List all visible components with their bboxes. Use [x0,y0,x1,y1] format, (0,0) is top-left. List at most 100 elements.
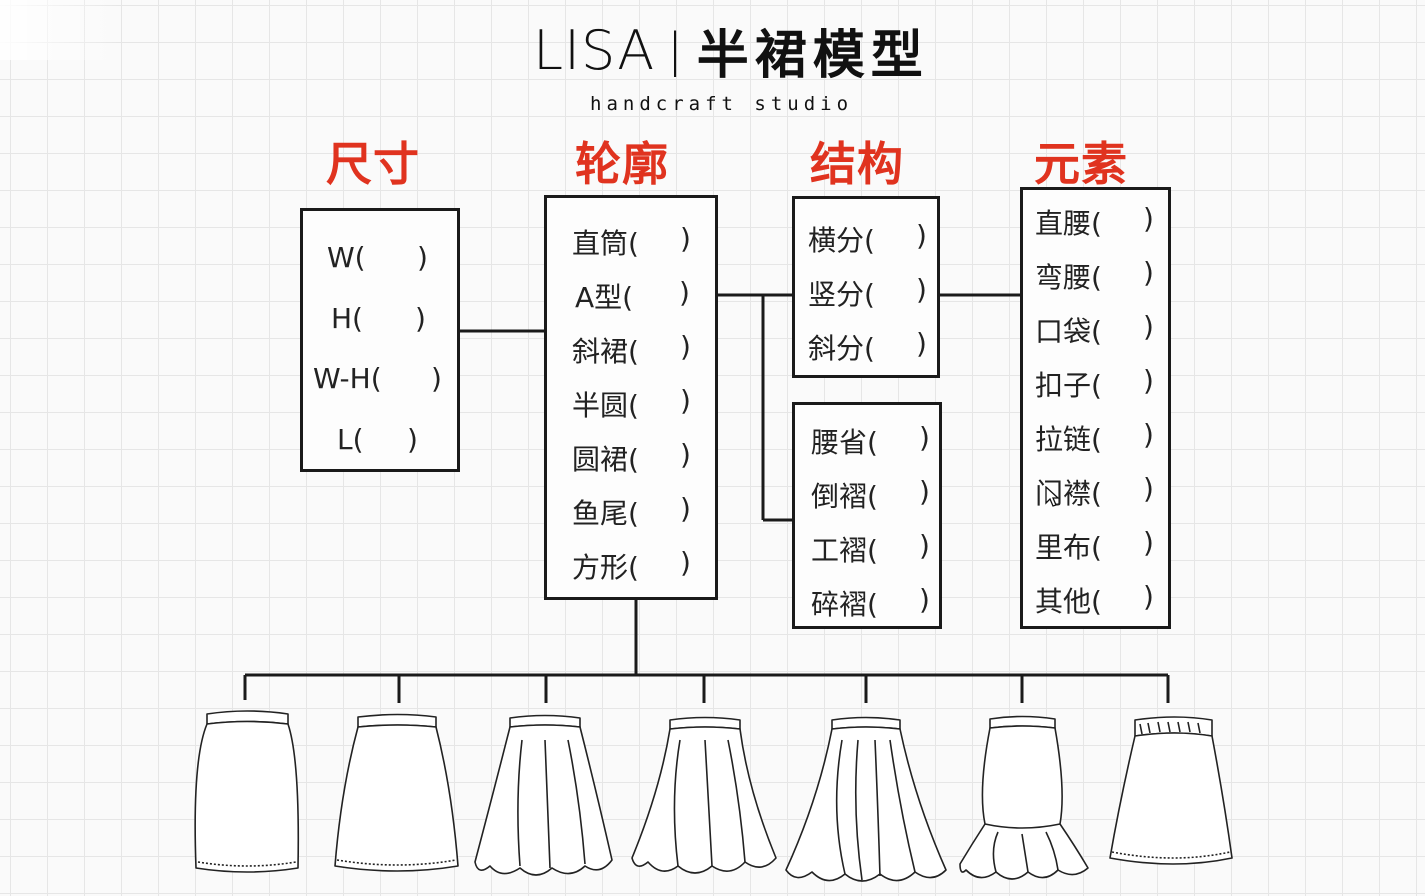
close-paren: ) [916,219,927,252]
close-paren: ) [1143,310,1154,343]
element-label: 直腰( [1035,207,1102,240]
size-item-w: W() [327,241,428,274]
structure-split-label: 斜分( [808,332,875,365]
circle-skirt-illustration [785,716,947,882]
size-box: W() H() W-H() L() [300,208,460,472]
silhouette-item: 半圆() [572,384,691,424]
structure-split-label: 竖分( [808,278,875,311]
half-circle-skirt-illustration [631,716,777,874]
silhouette-item-label: 半圆( [572,389,639,422]
title-separator: | [667,23,683,77]
silhouette-item: 直筒() [572,222,691,262]
structure-split-item: 竖分() [808,273,927,313]
close-paren: ) [1143,526,1154,559]
structure-pleat-box: 腰省() 倒褶() 工褶() 碎褶() [792,402,942,629]
silhouette-item-label: 方形( [572,551,639,584]
element-label: 其他( [1035,585,1102,618]
close-paren: ) [916,273,927,306]
size-item-h: H() [331,302,426,335]
mermaid-skirt-illustration [959,715,1089,880]
heading-size: 尺寸 [326,137,420,191]
brand-name: LISA [533,18,656,82]
element-label: 拉链( [1035,423,1102,456]
silhouette-item-label: 直筒( [572,227,639,260]
close-paren: ) [680,492,691,525]
structure-pleat-label: 工褶( [811,534,878,567]
page-title: LISA | 半裙模型 [533,14,929,86]
heading-structure: 结构 [810,137,904,191]
close-paren: ) [680,330,691,363]
close-paren: ) [1143,364,1154,397]
element-item: 口袋() [1035,310,1154,350]
close-paren: ) [680,438,691,471]
structure-pleat-item: 腰省() [811,421,930,461]
close-paren: ) [415,302,426,335]
size-item-label: W( [327,241,366,274]
close-paren: ) [1143,256,1154,289]
close-paren: ) [407,423,418,456]
silhouette-item-label: 圆裙( [572,443,639,476]
close-paren: ) [431,362,442,395]
page-subtitle: handcraft studio [590,93,854,115]
flared-skirt-illustration [474,714,613,876]
size-item-w-h: W-H() [313,362,442,395]
silhouette-item: 圆裙() [572,438,691,478]
silhouette-item: A型() [575,276,690,316]
close-paren: ) [680,222,691,255]
close-paren: ) [919,529,930,562]
close-paren: ) [919,583,930,616]
close-paren: ) [679,276,690,309]
size-item-label: H( [331,302,363,335]
structure-pleat-item: 碎褶() [811,583,930,623]
close-paren: ) [680,546,691,579]
structure-pleat-label: 腰省( [811,426,878,459]
close-paren: ) [1143,472,1154,505]
element-item: 其他() [1035,580,1154,620]
elastic-waist-skirt-illustration [1109,716,1233,865]
close-paren: ) [1143,418,1154,451]
title-name: 半裙模型 [696,25,929,86]
element-label: 口袋( [1035,315,1102,348]
close-paren: ) [680,384,691,417]
structure-pleat-label: 碎褶( [811,588,878,621]
heading-elements: 元素 [1034,137,1128,191]
close-paren: ) [919,475,930,508]
element-item: 直腰() [1035,202,1154,242]
silhouette-item: 斜裙() [572,330,691,370]
silhouette-item-label: A型( [575,281,634,314]
element-item: 扣子() [1035,364,1154,404]
close-paren: ) [919,421,930,454]
structure-split-item: 斜分() [808,327,927,367]
silhouette-item-label: 鱼尾( [572,497,639,530]
structure-split-label: 横分( [808,224,875,257]
silhouette-item-label: 斜裙( [572,335,639,368]
corner-watermark [0,0,120,60]
structure-pleat-item: 工褶() [811,529,930,569]
silhouette-item: 鱼尾() [572,492,691,532]
close-paren: ) [1143,580,1154,613]
size-item-l: L() [337,423,418,456]
element-item: 里布() [1035,526,1154,566]
element-item: 拉链() [1035,418,1154,458]
silhouette-item: 方形() [572,546,691,586]
element-label: 弯腰( [1035,261,1102,294]
structure-split-item: 横分() [808,219,927,259]
close-paren: ) [916,327,927,360]
structure-split-box: 横分() 竖分() 斜分() [792,196,940,378]
structure-pleat-label: 倒褶( [811,480,878,513]
structure-pleat-item: 倒褶() [811,475,930,515]
elements-box: 直腰() 弯腰() 口袋() 扣子() 拉链() 门襟() 里布() 其他() [1020,187,1171,629]
silhouette-box: 直筒() A型() 斜裙() 半圆() 圆裙() 鱼尾() 方形() [544,195,718,600]
mouse-cursor-icon [1045,486,1060,507]
heading-silhouette: 轮廓 [575,137,669,191]
close-paren: ) [1143,202,1154,235]
element-item: 弯腰() [1035,256,1154,296]
a-line-skirt-illustration [334,713,459,872]
element-label: 扣子( [1035,369,1102,402]
straight-skirt-illustration [194,710,300,873]
size-item-label: L( [337,423,364,456]
size-item-label: W-H( [313,362,382,395]
element-label: 里布( [1035,531,1102,564]
